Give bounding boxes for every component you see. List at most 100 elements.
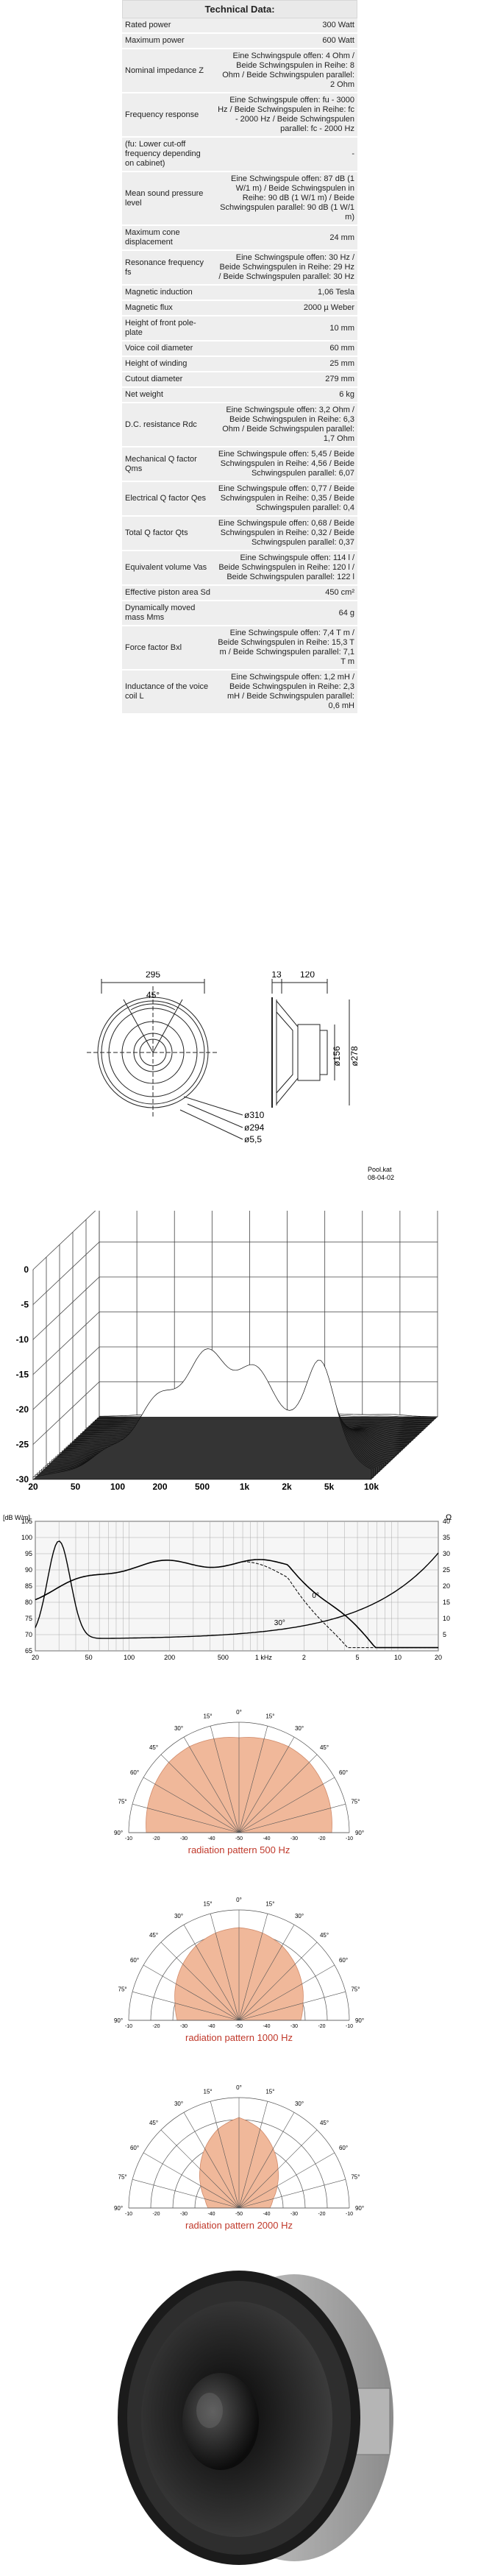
polar-angle-label: 0° [236,1709,242,1716]
freq-x-tick: 20 [435,1654,442,1661]
waterfall-y-label: -20 [16,1404,29,1415]
spec-title: Technical Data: [122,0,357,18]
polar-db-tick: -20 [152,1836,160,1841]
spec-label: Mechanical Q factor Qms [122,447,215,482]
polar-db-tick: -30 [290,2024,298,2029]
polar-angle-label: 15° [265,1901,274,1908]
spec-label: Effective piston area Sd [122,585,215,601]
spec-value: 2000 µ Weber [215,300,357,316]
waterfall-y-label: 0 [24,1264,29,1275]
dim-310: ø310 [244,1110,265,1120]
polar-angle-label: 15° [204,2089,213,2095]
spec-label: Cutout diameter [122,372,215,388]
waterfall-y-label: -10 [16,1334,29,1345]
spec-label: (fu: Lower cut-off frequency depending o… [122,137,215,172]
polar-db-tick: -20 [318,2024,325,2029]
spec-label: Mean sound pressure level [122,171,215,226]
polar-angle-label: 30° [295,2101,304,2107]
spec-value: 1,06 Tesla [215,285,357,301]
dim-120: 120 [300,972,315,980]
curve-label-0: 0° [312,1592,319,1600]
dim-13: 13 [271,972,282,980]
freq-right-tick: 30 [443,1550,450,1557]
polar-angle-label: 60° [130,1769,139,1776]
polar-db-tick: -30 [180,2212,188,2217]
spec-label: Magnetic induction [122,285,215,301]
spec-label: Maximum power [122,33,215,49]
polar-db-tick: -20 [318,1836,325,1841]
spec-value: 279 mm [215,372,357,388]
spec-value: Eine Schwingspule offen: 30 Hz / Beide S… [215,250,357,286]
waterfall-x-label: 1k [240,1482,250,1490]
waterfall-x-label: 20 [28,1482,38,1490]
dim-294: ø294 [244,1122,265,1133]
dimension-svg: 295 45° 13 120 ø156 ø278 ø310 ø294 ø5,5 … [87,969,394,1181]
spec-value: 25 mm [215,356,357,372]
polar-angle-label: 90° [355,1830,364,1836]
polar-angle-label: 75° [351,1986,360,1993]
freq-x-tick: 500 [218,1654,229,1661]
polar-db-tick: -10 [346,1836,353,1841]
curve-label-30: 30° [274,1619,285,1627]
polar-angle-label: 0° [236,1897,242,1903]
polar-plot: 0°15°15°30°30°45°45°60°60°75°75°90°90°-1… [114,2084,364,2231]
waterfall-x-label: 50 [71,1482,81,1490]
freq-right-unit: Ω [446,1513,452,1522]
dim-278: ø278 [349,1046,360,1066]
freq-x-tick: 200 [164,1654,175,1661]
freq-right-tick: 5 [443,1631,446,1638]
spec-label: Resonance frequency fs [122,250,215,286]
polar-angle-label: 75° [118,1799,127,1805]
polar-db-tick: -30 [290,1836,298,1841]
spec-value: 600 Watt [215,33,357,49]
spec-value: 300 Watt [215,18,357,34]
polar-db-tick: -40 [263,2212,270,2217]
polar-angle-label: 30° [174,1913,183,1919]
waterfall-y-label: -25 [16,1440,29,1450]
spec-label: Equivalent volume Vas [122,551,215,586]
polar-caption: radiation pattern 2000 Hz [185,2220,293,2231]
spec-value: Eine Schwingspule offen: 87 dB (1 W/1 m)… [215,171,357,226]
spec-value: 24 mm [215,225,357,251]
polar-angle-label: 75° [351,1799,360,1805]
freq-left-tick: 90 [25,1566,32,1574]
spec-label: Voice coil diameter [122,341,215,357]
spec-value: 60 mm [215,341,357,357]
freq-left-tick: 65 [25,1647,32,1655]
polar-caption: radiation pattern 1000 Hz [185,2032,293,2043]
speaker-photo [0,2263,478,2572]
polar-caption: radiation pattern 500 Hz [188,1844,290,1855]
polar-angle-label: 90° [114,2205,123,2212]
spec-label: Frequency response [122,93,215,138]
polar-db-tick: -50 [235,2212,243,2217]
polar-angle-label: 45° [320,1744,329,1751]
polar-angle-label: 60° [130,1957,139,1964]
spec-value: Eine Schwingspule offen: 114 l / Beide S… [215,551,357,586]
freq-x-tick: 2 [302,1654,306,1661]
polar-angle-label: 90° [355,2017,364,2024]
polar-angle-label: 15° [265,2089,274,2095]
polar-angle-label: 75° [118,1986,127,1993]
polar-db-tick: -40 [207,2212,215,2217]
spec-label: Rated power [122,18,215,34]
spec-label: Height of front pole-plate [122,316,215,342]
spec-label: Nominal impedance Z [122,49,215,93]
spec-label: Net weight [122,387,215,403]
spec-value: 64 g [215,601,357,626]
dim-angle: 45° [146,990,160,1000]
polar-db-tick: -40 [263,2024,270,2029]
polar-angle-label: 15° [204,1901,213,1908]
